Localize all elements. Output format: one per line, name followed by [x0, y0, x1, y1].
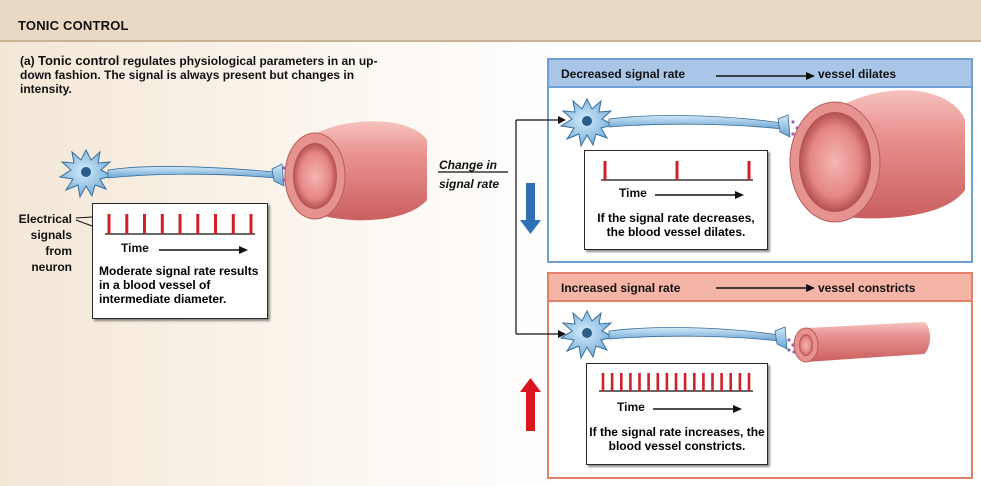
vessel-intermediate: [284, 121, 427, 221]
increased-banner-left: Increased signal rate: [561, 281, 681, 295]
time-arrow-bottom: [653, 405, 742, 413]
vessel-dilated: [789, 90, 965, 223]
signal-label: Electrical signals from neuron: [18, 212, 72, 274]
signal-spike: [674, 373, 678, 391]
change-label: Change in signal rate: [439, 158, 500, 191]
part-label: (a): [20, 54, 35, 68]
decrease-arrow: [520, 183, 541, 234]
branch-connector: [438, 119, 558, 335]
increased-banner-right: vessel constricts: [818, 281, 916, 295]
signal-spike: [720, 373, 723, 391]
signal-spike: [107, 214, 111, 234]
increased-caption: If the signal rate increases, the blood …: [589, 425, 765, 453]
signal-spike: [601, 373, 605, 391]
neuron-top: [559, 97, 791, 148]
banner-arrow-bottom: [716, 284, 815, 292]
signal-spike: [603, 161, 607, 180]
signal-spike: [711, 373, 714, 391]
time-label-bottom: Time: [617, 400, 645, 414]
decreased-banner-left: Decreased signal rate: [561, 67, 686, 81]
signal-spike: [610, 373, 614, 391]
signal-spike: [249, 214, 253, 234]
signal-spike: [638, 373, 641, 391]
signal-spike: [738, 373, 742, 391]
signal-spike: [647, 373, 650, 391]
moderate-caption: Moderate signal rate results in a blood …: [99, 264, 259, 306]
spike-train-decreased: [601, 161, 753, 181]
increased-signal-box: Time If the signal rate increases, the b…: [586, 363, 768, 465]
signal-spike: [683, 373, 687, 391]
signal-spike: [143, 214, 146, 234]
intro-description: regulates physiological parameters in an…: [20, 54, 378, 96]
intro-text: (a) Tonic control regulates physiologica…: [20, 53, 380, 97]
neuron-left: [58, 148, 285, 199]
decreased-banner-right: vessel dilates: [818, 67, 897, 81]
top-right-banner: [549, 60, 971, 87]
spike-train-moderate: [105, 214, 255, 235]
neuron-bottom: [559, 309, 788, 360]
header-bar: [0, 0, 981, 40]
signal-spike: [178, 214, 182, 234]
signal-spike: [747, 373, 751, 391]
decreased-signal-box: Time If the signal rate decreases, the b…: [584, 150, 768, 250]
time-arrow-top: [655, 191, 744, 199]
spike-train-increased: [599, 373, 753, 392]
vessel-constricted: [793, 322, 930, 363]
header-divider: [0, 40, 981, 42]
signal-spike: [125, 214, 129, 234]
left-panel: [0, 42, 560, 486]
signal-spike: [665, 373, 669, 391]
signal-spike: [729, 373, 732, 391]
signal-spike: [629, 373, 632, 391]
time-label-top: Time: [619, 186, 647, 200]
time-label-left: Time: [121, 241, 149, 255]
signal-spike: [675, 161, 679, 180]
signal-spike: [656, 373, 660, 391]
signal-spike: [231, 214, 235, 234]
banner-arrow-top: [716, 72, 815, 80]
time-arrow-left: [159, 246, 248, 254]
decreased-caption: If the signal rate decreases, the blood …: [597, 211, 755, 239]
signal-spike: [160, 214, 164, 234]
signal-spike: [214, 214, 217, 234]
signal-spike: [702, 373, 705, 391]
increase-arrow: [520, 378, 541, 431]
signal-spike: [693, 373, 696, 391]
intro-bold: Tonic control: [38, 53, 120, 68]
page-title: TONIC CONTROL: [18, 18, 129, 33]
signal-spike: [747, 161, 751, 180]
moderate-signal-box: Time Moderate signal rate results in a b…: [92, 203, 268, 319]
signal-spike: [620, 373, 623, 391]
signal-spike: [196, 214, 200, 234]
